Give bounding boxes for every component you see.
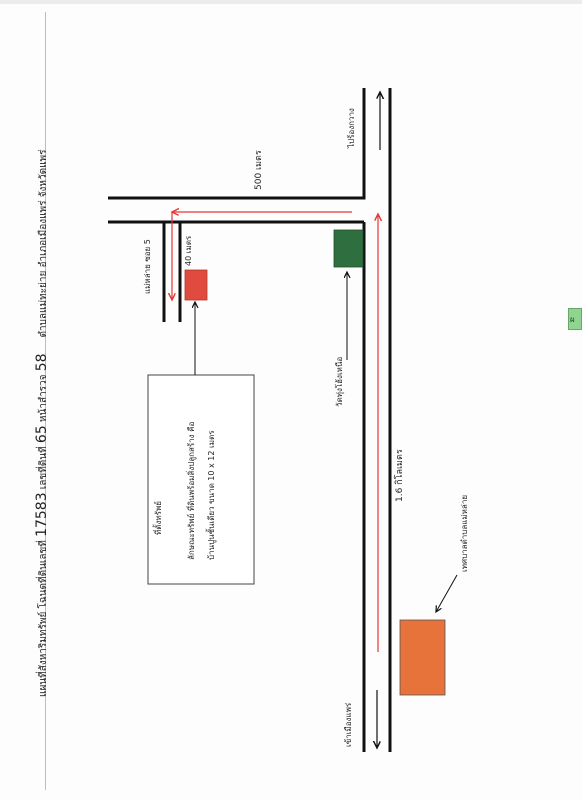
page-tab: ผ (568, 308, 582, 330)
label-temple: วัดทุ่งโฮ้งเหนือ (335, 356, 344, 407)
label-to-rong-kwang: ไปร้องกวาง (347, 108, 356, 148)
scan-edge (0, 0, 582, 4)
municipality-marker (399, 619, 446, 696)
soi-5-road-a (151, 220, 166, 322)
survey-page-number: 58 (34, 353, 50, 372)
title-land-label: เลขที่ดินที่ (38, 446, 49, 490)
map-title: แผนที่สังหาริมทรัพย์ โฉนดที่ดินเลขที่ 17… (34, 149, 50, 697)
location-text: ตำบลแม่ทะย่าย อำเภอเมืองแพร่ จังหวัดแพร่ (38, 149, 49, 338)
label-municipality: เทศบาลตำบลแม่หล่าย (460, 494, 469, 572)
property-box-line2: บ้านปูนชั้นเดียว ขนาด 10 x 12 เมตร (207, 430, 216, 560)
temple-marker (333, 229, 364, 268)
title-prefix: แผนที่สังหาริมทรัพย์ โฉนดที่ดินเลขที่ (38, 540, 49, 697)
deed-number: 17583 (34, 492, 50, 537)
leader-municipality (436, 574, 458, 612)
upper-side-road (108, 88, 366, 200)
label-to-city: เข้าเมืองแพร่ (344, 702, 353, 747)
property-info-box (147, 374, 255, 585)
label-soi-5: แม่หล่าย ซอย 5 (143, 239, 152, 294)
label-distance-40: 40 เมตร (184, 235, 193, 266)
property-box-line1: ลักษณะทรัพย์ ที่ดินพร้อมสิ่งปลูกสร้าง คื… (187, 421, 196, 560)
title-survey-label: หน้าสำรวจ (38, 374, 49, 423)
property-box-title: ที่ตั้งทรัพย์ (154, 501, 163, 535)
frame-line (45, 12, 46, 790)
property-marker (184, 269, 208, 301)
label-distance-500: 500 เมตร (254, 150, 264, 190)
land-number: 65 (34, 425, 50, 444)
label-distance-1-6km: 1.6 กิโลเมตร (395, 449, 405, 502)
